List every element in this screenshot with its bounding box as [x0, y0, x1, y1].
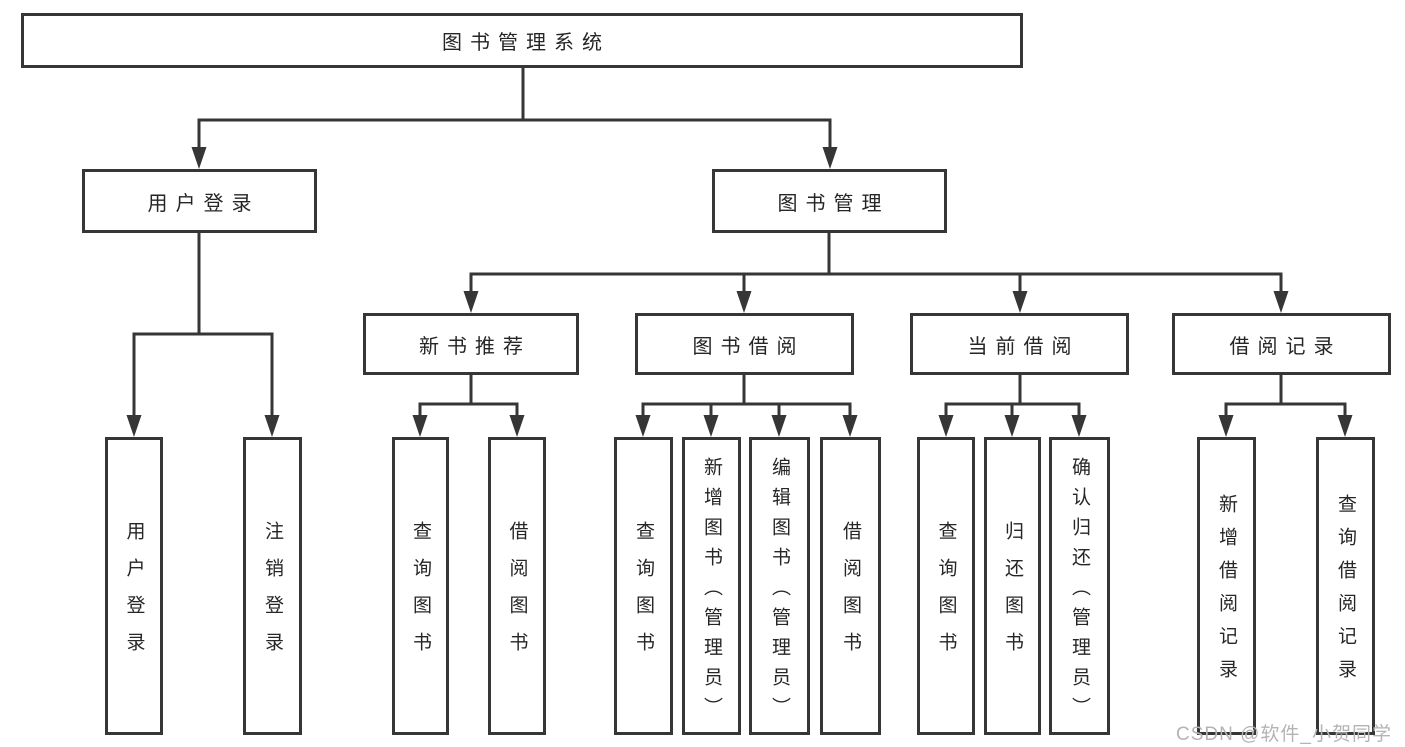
- csdn-watermark: CSDN @软件_小贺同学: [1176, 724, 1392, 745]
- leaf-confirm-return-admin: 确认归还（管理员）: [1049, 437, 1110, 735]
- node-label: 新书推荐: [419, 335, 531, 358]
- node-label: 编辑图书（管理员）: [769, 456, 790, 727]
- node-label: 查询借阅记录: [1335, 494, 1356, 692]
- node-book-management: 图书管理: [712, 169, 947, 233]
- leaf-user-login: 用户登录: [105, 437, 163, 735]
- node-book-borrow: 图书借阅: [635, 313, 854, 375]
- node-label: 查询图书: [633, 521, 654, 669]
- node-label: 查询图书: [935, 521, 957, 669]
- node-label: 归还图书: [1002, 521, 1023, 669]
- node-user-login: 用户登录: [82, 169, 317, 233]
- leaf-return-book: 归还图书: [984, 437, 1041, 735]
- node-current-borrow: 当前借阅: [910, 313, 1129, 375]
- node-label: 查询图书: [410, 521, 431, 669]
- leaf-borrow-book-2: 借阅图书: [820, 437, 881, 735]
- node-label: 用户登录: [123, 521, 145, 669]
- node-new-book-recommend: 新书推荐: [363, 313, 579, 375]
- leaf-logout: 注销登录: [243, 437, 302, 735]
- node-label: 确认归还（管理员）: [1069, 456, 1090, 727]
- node-label: 注销登录: [262, 521, 283, 669]
- leaf-query-book-1: 查询图书: [392, 437, 449, 735]
- leaf-query-book-3: 查询图书: [917, 437, 975, 735]
- leaf-borrow-book-1: 借阅图书: [488, 437, 546, 735]
- node-label: 图书管理: [777, 192, 890, 215]
- leaf-add-book-admin: 新增图书（管理员）: [682, 437, 741, 735]
- leaf-edit-book-admin: 编辑图书（管理员）: [749, 437, 810, 735]
- leaf-query-book-2: 查询图书: [614, 437, 673, 735]
- node-label: 用户登录: [147, 192, 260, 215]
- node-label: 图书借阅: [692, 335, 805, 358]
- node-label: 当前借阅: [967, 335, 1080, 358]
- arrowheads: [126, 147, 1353, 437]
- leaf-query-borrow-record: 查询借阅记录: [1316, 437, 1375, 735]
- node-label: 图书管理系统: [442, 32, 610, 54]
- node-root: 图书管理系统: [21, 13, 1023, 68]
- node-label: 借阅记录: [1229, 335, 1342, 358]
- leaf-add-borrow-record: 新增借阅记录: [1197, 437, 1256, 735]
- node-label: 新增借阅记录: [1216, 494, 1237, 692]
- node-borrow-record: 借阅记录: [1172, 313, 1391, 375]
- node-label: 借阅图书: [840, 521, 861, 669]
- node-label: 借阅图书: [506, 521, 528, 669]
- node-label: 新增图书（管理员）: [701, 456, 722, 727]
